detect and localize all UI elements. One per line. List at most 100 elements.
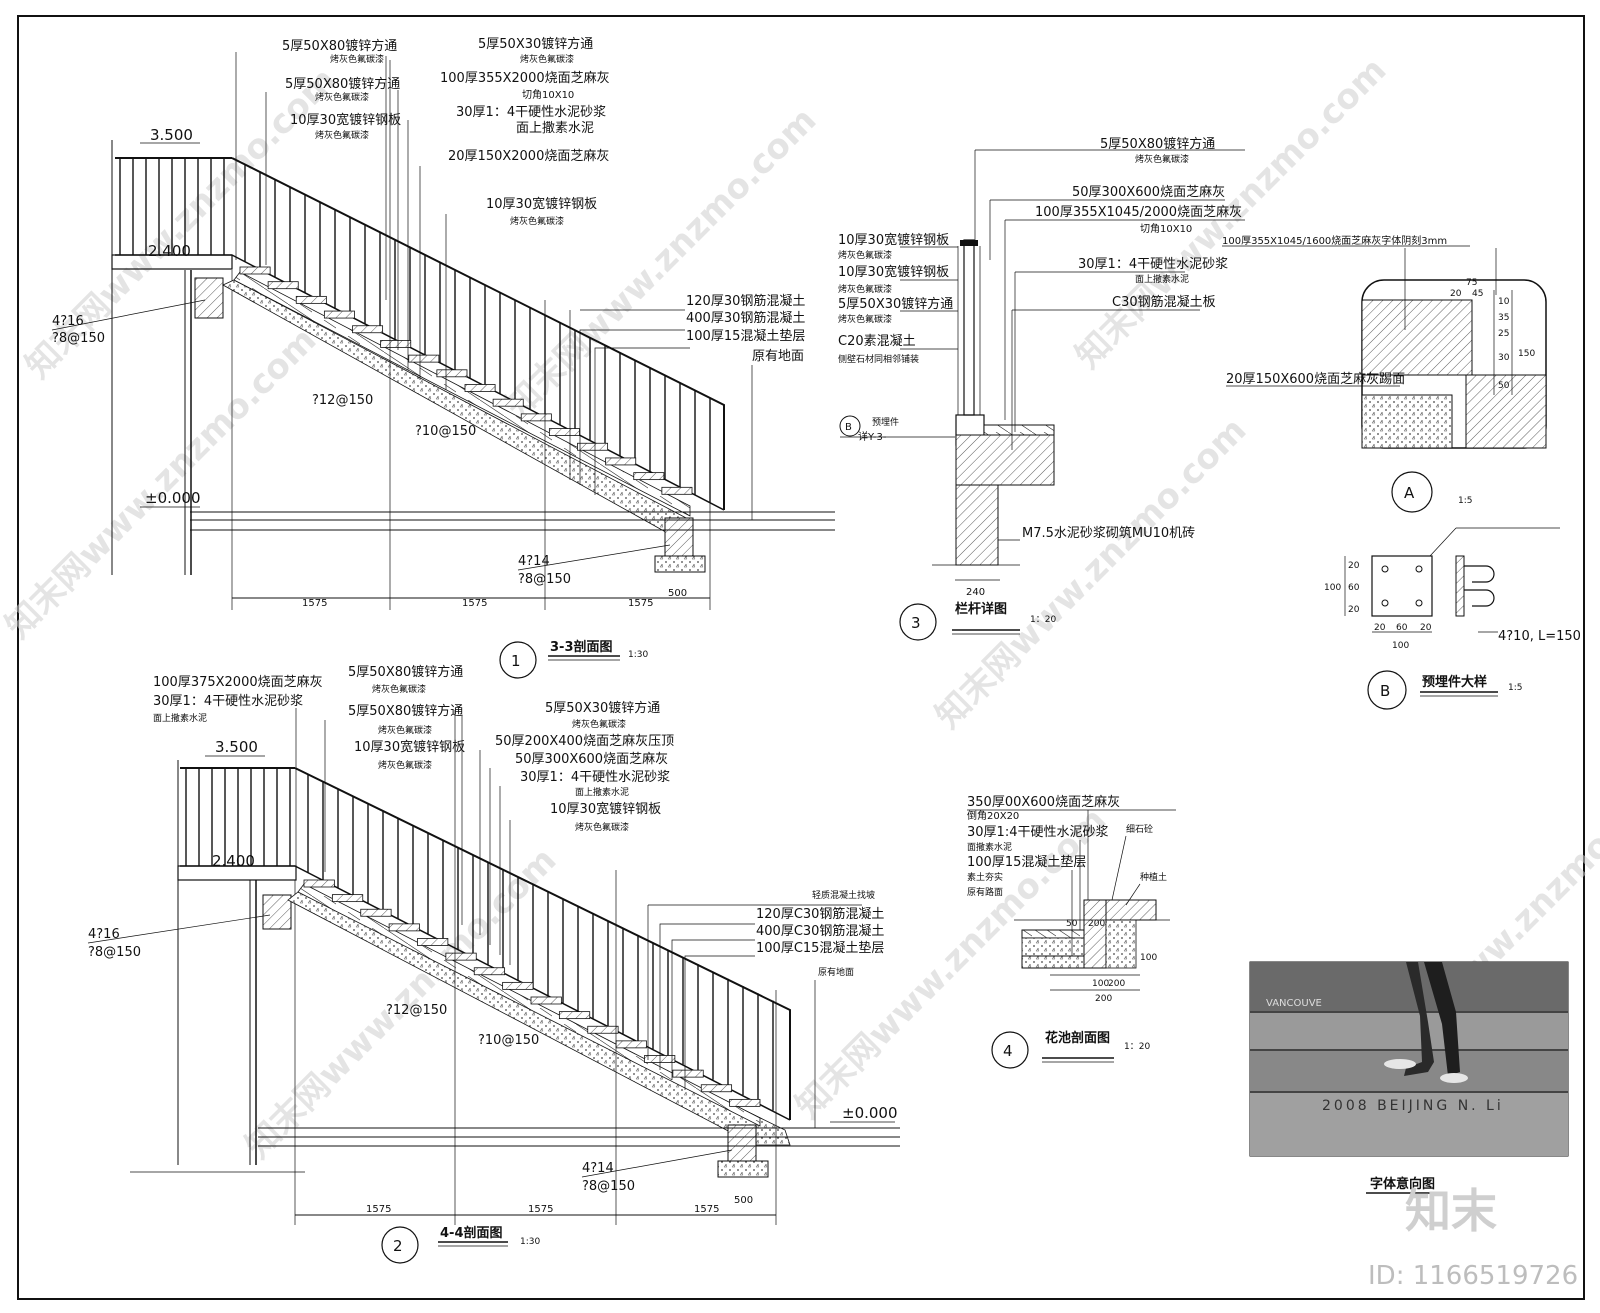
stair-tread: [464, 384, 496, 392]
svg-text:100厚355X1045/2000烧面芝麻灰: 100厚355X1045/2000烧面芝麻灰: [1035, 204, 1242, 220]
svg-text:20厚150X2000烧面芝麻灰: 20厚150X2000烧面芝麻灰: [448, 148, 609, 164]
rebar-label: 4?14: [518, 554, 550, 569]
dim-1575-c: 1575: [694, 1204, 719, 1215]
svg-text:原有地面: 原有地面: [818, 966, 854, 978]
stair-tread: [615, 1040, 647, 1049]
photo-engraved-text: 2008 BEIJING N. Li: [1322, 1098, 1504, 1114]
svg-text:烤灰色氟碳漆: 烤灰色氟碳漆: [378, 759, 432, 771]
stair-tread: [548, 428, 580, 436]
svg-text:烤灰色氟碳漆: 烤灰色氟碳漆: [838, 249, 892, 261]
stair-tread: [492, 398, 524, 407]
dim: 35: [1498, 313, 1509, 323]
image-id: ID: 1166519726: [1368, 1261, 1578, 1291]
svg-text:烤灰色氟碳漆: 烤灰色氟碳漆: [838, 313, 892, 325]
svg-text:切角10X10: 切角10X10: [522, 89, 574, 101]
svg-text:10厚30宽镀锌钢板: 10厚30宽镀锌钢板: [290, 112, 401, 128]
svg-text:100厚375X2000烧面芝麻灰: 100厚375X2000烧面芝麻灰: [153, 674, 323, 690]
section-4-title: 花池剖面图: [1045, 1030, 1110, 1046]
svg-text:5厚50X80镀锌方通: 5厚50X80镀锌方通: [348, 703, 463, 719]
stair-tread: [267, 281, 299, 290]
section-3-number: 3: [911, 614, 921, 632]
svg-text:面上撒素水泥: 面上撒素水泥: [516, 120, 594, 136]
svg-text:烤灰色氟碳漆: 烤灰色氟碳漆: [372, 683, 426, 695]
reference-photo: VANCOUVE 2008 BEIJING N. Li 字体意向图: [1249, 961, 1569, 1194]
svg-text:120厚C30钢筋混凝土: 120厚C30钢筋混凝土: [756, 906, 884, 922]
svg-text:倒角20X20: 倒角20X20: [967, 810, 1019, 822]
stair-tread: [700, 1084, 733, 1093]
rebar-label: ?8@150: [582, 1179, 635, 1194]
dim: 100: [1392, 641, 1409, 651]
section-3-callouts: 5厚50X80镀锌方通 烤灰色氟碳漆 50厚300X600烧面芝麻灰 100厚3…: [838, 136, 1242, 541]
svg-text:5厚50X80镀锌方通: 5厚50X80镀锌方通: [282, 38, 397, 54]
svg-text:面上撒素水泥: 面上撒素水泥: [1135, 273, 1189, 285]
stair-tread: [577, 442, 609, 451]
svg-text:50厚300X600烧面芝麻灰: 50厚300X600烧面芝麻灰: [515, 751, 668, 767]
svg-text:50厚300X600烧面芝麻灰: 50厚300X600烧面芝麻灰: [1072, 184, 1225, 200]
svg-text:5厚50X30镀锌方通: 5厚50X30镀锌方通: [478, 36, 593, 52]
rebar-label: ?12@150: [312, 393, 373, 408]
svg-text:30厚1：4干硬性水泥砂浆: 30厚1：4干硬性水泥砂浆: [520, 770, 670, 785]
svg-text:400厚30钢筋混凝土: 400厚30钢筋混凝土: [686, 310, 805, 326]
dim: 50: [1498, 381, 1510, 391]
svg-text:100厚15混凝土垫层: 100厚15混凝土垫层: [686, 328, 805, 344]
svg-text:轻质混凝土找坡: 轻质混凝土找坡: [812, 889, 875, 901]
svg-text:切角10X10: 切角10X10: [1140, 223, 1192, 235]
svg-text:10厚30宽镀锌钢板: 10厚30宽镀锌钢板: [838, 264, 949, 280]
stair-tread: [303, 879, 335, 888]
rebar-label: ?8@150: [518, 572, 571, 587]
stair-tread: [388, 923, 420, 932]
svg-text:烤灰色氟碳漆: 烤灰色氟碳漆: [315, 91, 369, 103]
svg-text:30厚1:4干硬性水泥砂浆: 30厚1:4干硬性水泥砂浆: [967, 825, 1108, 840]
dim: 25: [1498, 329, 1509, 339]
svg-text:10厚30宽镀锌钢板: 10厚30宽镀锌钢板: [486, 196, 597, 212]
dim-1575-b: 1575: [462, 598, 487, 609]
stair-tread: [436, 369, 468, 378]
elev-3500: 3.500: [215, 738, 258, 756]
elev-zero: ±0.000: [145, 489, 201, 507]
section-2: 1575 1575 1575 500 3.500 2.400 ±0.000 4?…: [87, 664, 900, 1264]
svg-text:侧壁石材同相邻铺装: 侧壁石材同相邻铺装: [838, 353, 919, 365]
photo-caption: 字体意向图: [1370, 1176, 1435, 1192]
svg-text:50厚200X400烧面芝麻灰压顶: 50厚200X400烧面芝麻灰压顶: [495, 733, 674, 749]
dim: 150: [1518, 349, 1535, 359]
dim: 100: [1140, 953, 1157, 963]
dim-1575-a: 1575: [366, 1204, 391, 1215]
svg-text:素土夯实: 素土夯实: [967, 871, 1003, 883]
detail-a-label-top: 100厚355X1045/1600烧面芝麻灰字体阴刻3mm: [1222, 234, 1447, 247]
stair-tread: [558, 1011, 591, 1020]
dim-500: 500: [668, 588, 687, 599]
stair-tread: [661, 486, 693, 495]
brand-logo: 知末: [1405, 1184, 1497, 1238]
svg-text:烤灰色氟碳漆: 烤灰色氟碳漆: [378, 724, 432, 736]
svg-text:100厚355X2000烧面芝麻灰: 100厚355X2000烧面芝麻灰: [440, 70, 610, 86]
section-4-scale: 1：20: [1124, 1042, 1150, 1052]
section-1-title: 3-3剖面图: [550, 639, 613, 655]
dim: 10: [1498, 297, 1510, 307]
section-3-scale: 1：20: [1030, 615, 1056, 625]
svg-text:100厚15混凝土垫层: 100厚15混凝土垫层: [967, 854, 1086, 870]
stair-tread: [520, 413, 552, 422]
svg-text:10厚30宽镀锌钢板: 10厚30宽镀锌钢板: [354, 739, 465, 755]
section-4-number: 4: [1003, 1042, 1013, 1060]
stair-tread: [633, 472, 665, 481]
rebar-label: ?10@150: [415, 424, 476, 439]
stair-tread: [605, 457, 637, 466]
dim: 200: [1095, 994, 1112, 1004]
svg-text:30厚1：4干硬性水泥砂浆: 30厚1：4干硬性水泥砂浆: [456, 105, 606, 120]
stair-tread: [408, 354, 440, 363]
dim: 20: [1420, 623, 1432, 633]
stair-tread: [323, 310, 355, 319]
detail-a: 100厚355X1045/1600烧面芝麻灰字体阴刻3mm 20厚150X600…: [1222, 234, 1547, 513]
dim: 20: [1450, 289, 1462, 299]
svg-text:面撒素水泥: 面撒素水泥: [967, 841, 1012, 853]
detail-b-letter: B: [1380, 682, 1390, 700]
rebar-label: 4?14: [582, 1161, 614, 1176]
stair-tread: [417, 938, 449, 946]
stair-tread: [360, 908, 392, 917]
dim: 30: [1498, 353, 1510, 363]
stair-tread: [729, 1098, 761, 1107]
section-2-number: 2: [393, 1237, 403, 1255]
detail-a-scale: 1:5: [1458, 496, 1472, 506]
dim-1575-b: 1575: [528, 1204, 553, 1215]
